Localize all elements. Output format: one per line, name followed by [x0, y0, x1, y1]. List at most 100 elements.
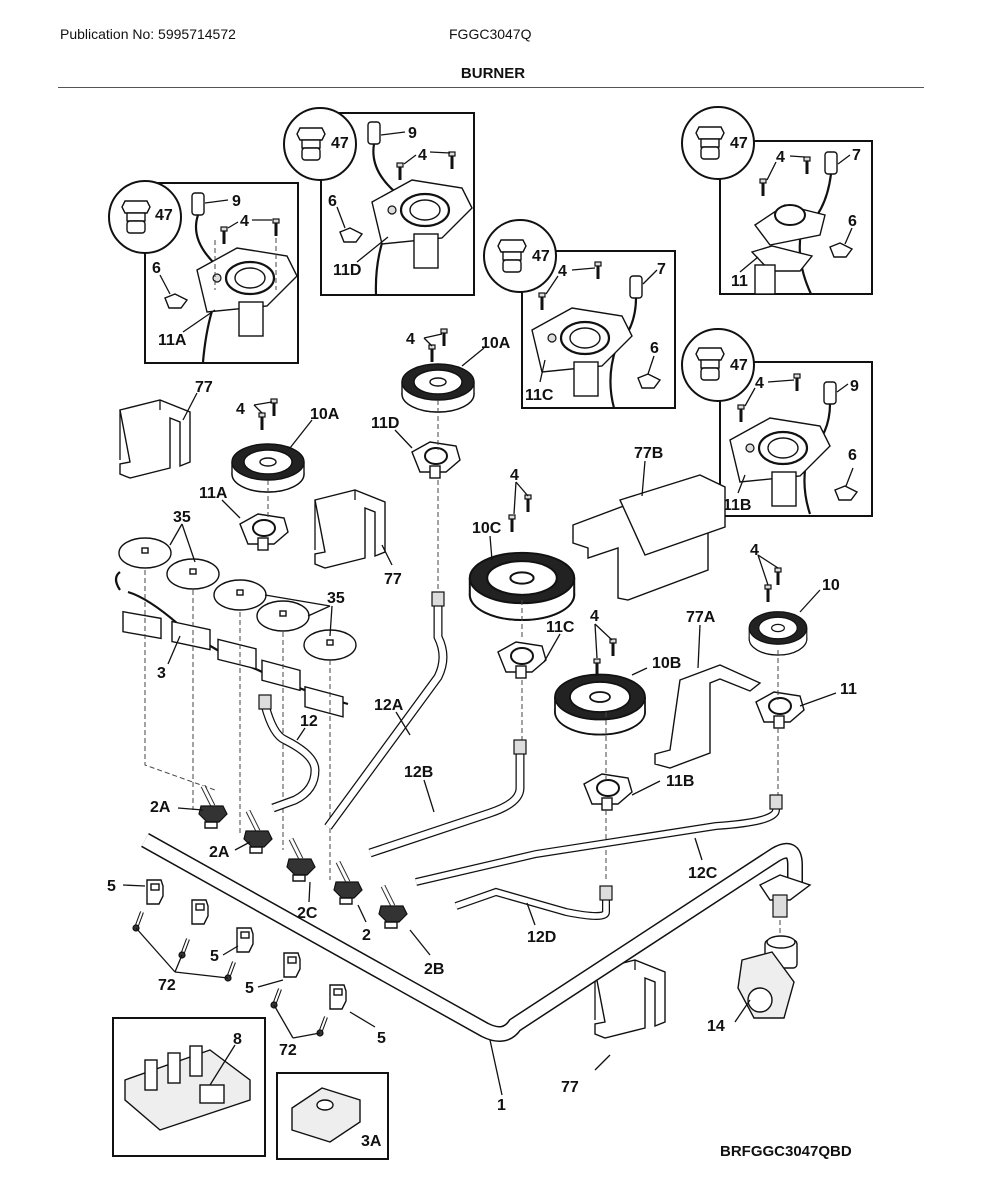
callout-10A: 10A	[481, 335, 511, 352]
callout-6: 6	[848, 213, 857, 230]
burner-10A-left: 4 10A	[231, 397, 340, 493]
callout-2C: 2C	[297, 905, 318, 922]
inset-switch-3A: 3A	[276, 1072, 389, 1160]
base-11: 11	[755, 681, 857, 729]
valve-2B: 2B	[379, 886, 444, 978]
callout-35: 35	[327, 590, 345, 607]
callout-11B: 11B	[723, 497, 751, 514]
inset-burner-11D: 47 9 4 6 11D	[283, 107, 475, 296]
callout-11C: 11C	[525, 387, 554, 404]
tube-12C: 12C	[415, 794, 783, 886]
callout-11A: 11A	[158, 332, 187, 349]
pressure-regulator-14: 14	[707, 935, 798, 1035]
model-number: FGGC3047Q	[449, 26, 532, 42]
callout-5: 5	[245, 980, 254, 997]
callout-2B: 2B	[424, 961, 444, 978]
callout-11C: 11C	[546, 619, 575, 636]
callout-77: 77	[561, 1079, 579, 1096]
inset-burner-11: 47 4 7 6 11	[681, 106, 873, 295]
bracket-77-left: 77	[119, 379, 213, 479]
callout-77B: 77B	[634, 445, 663, 462]
callout-5: 5	[210, 948, 219, 965]
callout-12: 12	[300, 713, 318, 730]
burner-10: 4 10	[748, 542, 840, 656]
bracket-77A: 77A	[654, 609, 762, 769]
callout-7: 7	[852, 147, 861, 164]
callout-12C: 12C	[688, 865, 718, 882]
callout-1: 1	[497, 1097, 506, 1114]
callout-14: 14	[707, 1018, 725, 1035]
callout-11A: 11A	[199, 485, 228, 502]
callout-4: 4	[776, 149, 785, 166]
callout-8: 8	[233, 1031, 242, 1048]
callout-47: 47	[730, 135, 748, 152]
callout-7: 7	[657, 261, 666, 278]
base-11D: 11D	[371, 415, 461, 479]
callout-4: 4	[558, 263, 567, 280]
page-title: BURNER	[460, 65, 526, 82]
tube-12D: 12D	[454, 885, 613, 946]
callout-4: 4	[406, 331, 415, 348]
burner-10C: 4 10C	[468, 467, 576, 622]
bracket-77-center: 77	[314, 489, 402, 588]
callout-47: 47	[730, 357, 748, 374]
callout-4: 4	[236, 401, 245, 418]
callout-3A: 3A	[361, 1133, 382, 1150]
tube-12B: 12B	[368, 739, 527, 858]
base-11A: 11A	[199, 485, 289, 551]
callout-3: 3	[157, 665, 166, 682]
inset-burner-11A: 47 9 4 6 11A	[108, 180, 299, 364]
callout-4: 4	[510, 467, 519, 484]
callout-11: 11	[840, 681, 857, 698]
base-11B: 11B	[583, 773, 694, 811]
callout-10A: 10A	[310, 406, 340, 423]
callout-5: 5	[107, 878, 116, 895]
bracket-77B: 77B	[572, 445, 726, 601]
callout-35: 35	[173, 509, 191, 526]
callout-77A: 77A	[686, 609, 716, 626]
callout-4: 4	[755, 375, 764, 392]
burner-10B: 4 10B	[554, 608, 681, 736]
clips-5: 5 5 5 5	[107, 878, 386, 1047]
inset-spark-module-8: 8	[112, 1017, 266, 1157]
tube-12A: 12A	[324, 591, 448, 830]
callout-4: 4	[418, 147, 427, 164]
bracket-77-bottom: 77	[561, 959, 666, 1096]
callout-4: 4	[750, 542, 759, 559]
callout-10B: 10B	[652, 655, 681, 672]
callout-2A: 2A	[150, 799, 171, 816]
callout-12B: 12B	[404, 764, 433, 781]
callout-6: 6	[152, 260, 161, 277]
spark-switch-harness-3: 3	[114, 571, 349, 718]
callout-11D: 11D	[333, 262, 361, 279]
callout-72: 72	[158, 977, 176, 994]
callout-10C: 10C	[472, 520, 502, 537]
callout-47: 47	[532, 248, 550, 265]
screws-72: 72 72	[131, 910, 328, 1059]
callout-6: 6	[848, 447, 857, 464]
callout-72: 72	[279, 1042, 297, 1059]
callout-9: 9	[850, 378, 859, 395]
callout-2: 2	[362, 927, 371, 944]
callout-4: 4	[590, 608, 599, 625]
valve-2A-1: 2A	[150, 786, 227, 828]
publication-number: Publication No: 5995714572	[60, 26, 236, 42]
callout-9: 9	[408, 125, 417, 142]
valve-2A-2: 2A	[209, 811, 272, 861]
callout-47: 47	[331, 135, 349, 152]
valve-2: 2	[334, 862, 371, 944]
callout-5: 5	[377, 1030, 386, 1047]
callout-12D: 12D	[527, 929, 556, 946]
callout-77: 77	[384, 571, 402, 588]
knob-seals-35: 35 35	[118, 509, 357, 661]
callout-6: 6	[328, 193, 337, 210]
callout-10: 10	[822, 577, 840, 594]
callout-11: 11	[731, 273, 748, 290]
callout-77: 77	[195, 379, 213, 396]
tube-12: 12	[258, 694, 320, 813]
inset-burner-11B: 47 4 9 6 11B	[681, 328, 873, 517]
callout-47: 47	[155, 207, 173, 224]
callout-9: 9	[232, 193, 241, 210]
manifold-1: 1	[141, 833, 812, 1114]
